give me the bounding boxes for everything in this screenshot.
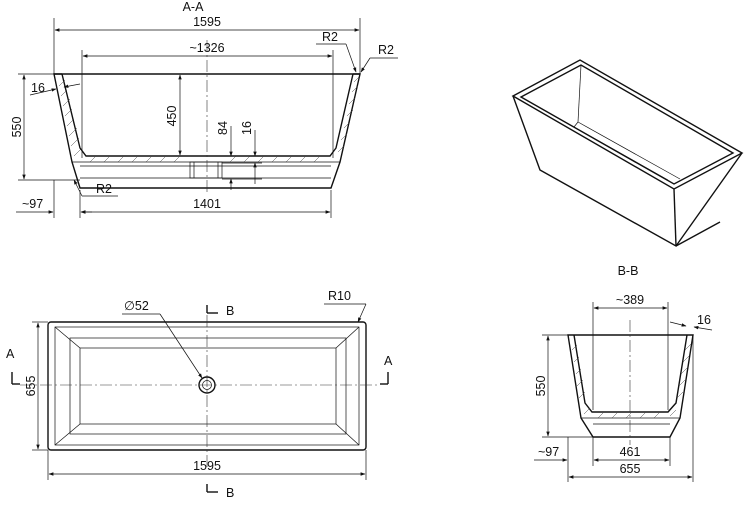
section-aa: A-A 1595 ~1326	[10, 0, 398, 218]
leader-line	[73, 179, 83, 197]
radius-top-right: R2	[378, 43, 394, 57]
iso-inner-edge	[573, 121, 579, 128]
section-bb: B-B ~389	[534, 264, 713, 482]
dim-overall-length: 1595	[193, 15, 221, 29]
dim-bb-height: 550	[534, 376, 548, 397]
iso-rim-outer	[511, 59, 744, 190]
iso-front-edge	[673, 188, 677, 247]
tub-outer-bb	[567, 334, 694, 438]
dim-height: 550	[10, 117, 24, 138]
plan-corner	[54, 326, 81, 349]
section-b-bottom-label: B	[226, 486, 234, 500]
dim-plan-length: 1595	[193, 459, 221, 473]
dim-bb-wall: 16	[697, 313, 711, 327]
plan-view: B B A A ∅52 R10 655 1595	[6, 289, 393, 500]
iso-inner-edge	[577, 64, 582, 123]
dim-plan-width: 655	[24, 376, 38, 397]
section-a-right-label: A	[384, 354, 393, 368]
tub-inner-aa	[61, 73, 354, 157]
leader-line	[159, 313, 203, 379]
hatching-aa	[58, 76, 360, 163]
dim-bb-overall-width: 655	[620, 462, 641, 476]
iso-base-edge	[675, 221, 721, 247]
plan-corner	[335, 326, 360, 349]
section-b-top-label: B	[226, 304, 234, 318]
iso-inner-edge	[520, 96, 575, 128]
drain-block	[189, 161, 223, 179]
radius-top-left: R2	[322, 30, 338, 44]
dim-bb-base-width: 461	[620, 445, 641, 459]
plan-corner	[335, 423, 360, 446]
dim-floor-thickness: 16	[240, 121, 254, 135]
corner-radius: R10	[328, 289, 351, 303]
iso-body	[512, 95, 743, 247]
dim-base-length: 1401	[193, 197, 221, 211]
tub-inner-bb	[573, 334, 688, 413]
leader-line	[360, 57, 371, 73]
plan-floor	[79, 347, 337, 425]
dim-line-wall-bb-b	[693, 326, 713, 331]
iso-rim-inner	[519, 64, 735, 185]
dim-inner-depth: 450	[165, 106, 179, 127]
dim-bb-inner-width: ~389	[616, 293, 644, 307]
iso-inner-floor	[577, 121, 681, 180]
dim-line-wall	[29, 88, 57, 96]
dim-bb-base-offset: ~97	[538, 445, 559, 459]
plan-corner	[54, 423, 81, 446]
dim-wall: 16	[31, 81, 45, 95]
section-bb-title: B-B	[618, 264, 639, 278]
dim-floor-offset: 84	[216, 121, 230, 135]
isometric-view	[511, 59, 744, 247]
section-aa-title: A-A	[183, 0, 205, 14]
dim-base-offset: ~97	[22, 197, 43, 211]
dim-line-wall-bb	[669, 321, 687, 327]
radius-bottom: R2	[96, 182, 112, 196]
hatching-bb	[571, 343, 692, 419]
leader-line	[345, 43, 357, 73]
section-a-left-label: A	[6, 347, 15, 361]
dim-line-wall-b	[63, 83, 81, 88]
iso-inner-floor	[573, 126, 669, 181]
plan-inner-top	[69, 337, 347, 435]
drain-diameter: ∅52	[124, 299, 149, 313]
leader-line	[357, 303, 367, 323]
